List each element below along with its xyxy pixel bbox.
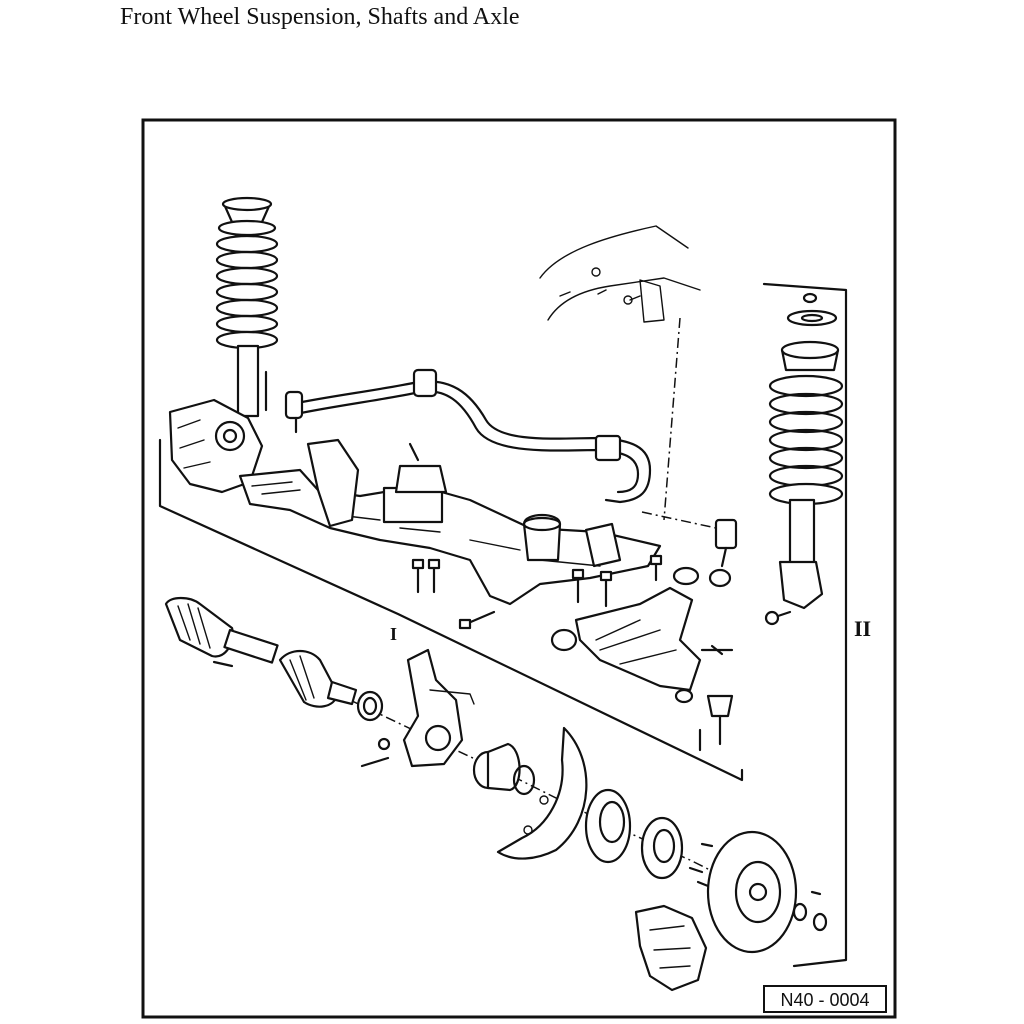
wheel-bearing [472, 742, 536, 796]
group-one-bracket [158, 438, 744, 782]
right-strut-assembly [764, 292, 844, 626]
group-two-bracket [762, 282, 848, 968]
figure-code: N40 - 0004 [780, 990, 869, 1010]
brake-disc [706, 830, 828, 954]
page-title: Front Wheel Suspension, Shafts and Axle [120, 4, 520, 30]
figure-code-box [763, 985, 887, 1013]
diagram-frame [141, 118, 897, 1019]
wheel-hub [584, 788, 714, 888]
group-one-label: I [390, 624, 397, 644]
body-wheel-arch [539, 225, 701, 323]
splash-shield [496, 726, 588, 860]
drive-shaft-assembly [164, 596, 358, 708]
left-strut-assembly [168, 196, 279, 494]
brake-caliper [634, 904, 708, 992]
assembly-guide-lines [349, 317, 771, 901]
subframe-bolts [408, 442, 663, 630]
stabilizer-bar [284, 368, 652, 504]
steering-knuckle [356, 648, 475, 768]
subframe [238, 438, 662, 606]
control-arm-assembly [550, 518, 738, 752]
group-two-label: II [854, 616, 871, 641]
